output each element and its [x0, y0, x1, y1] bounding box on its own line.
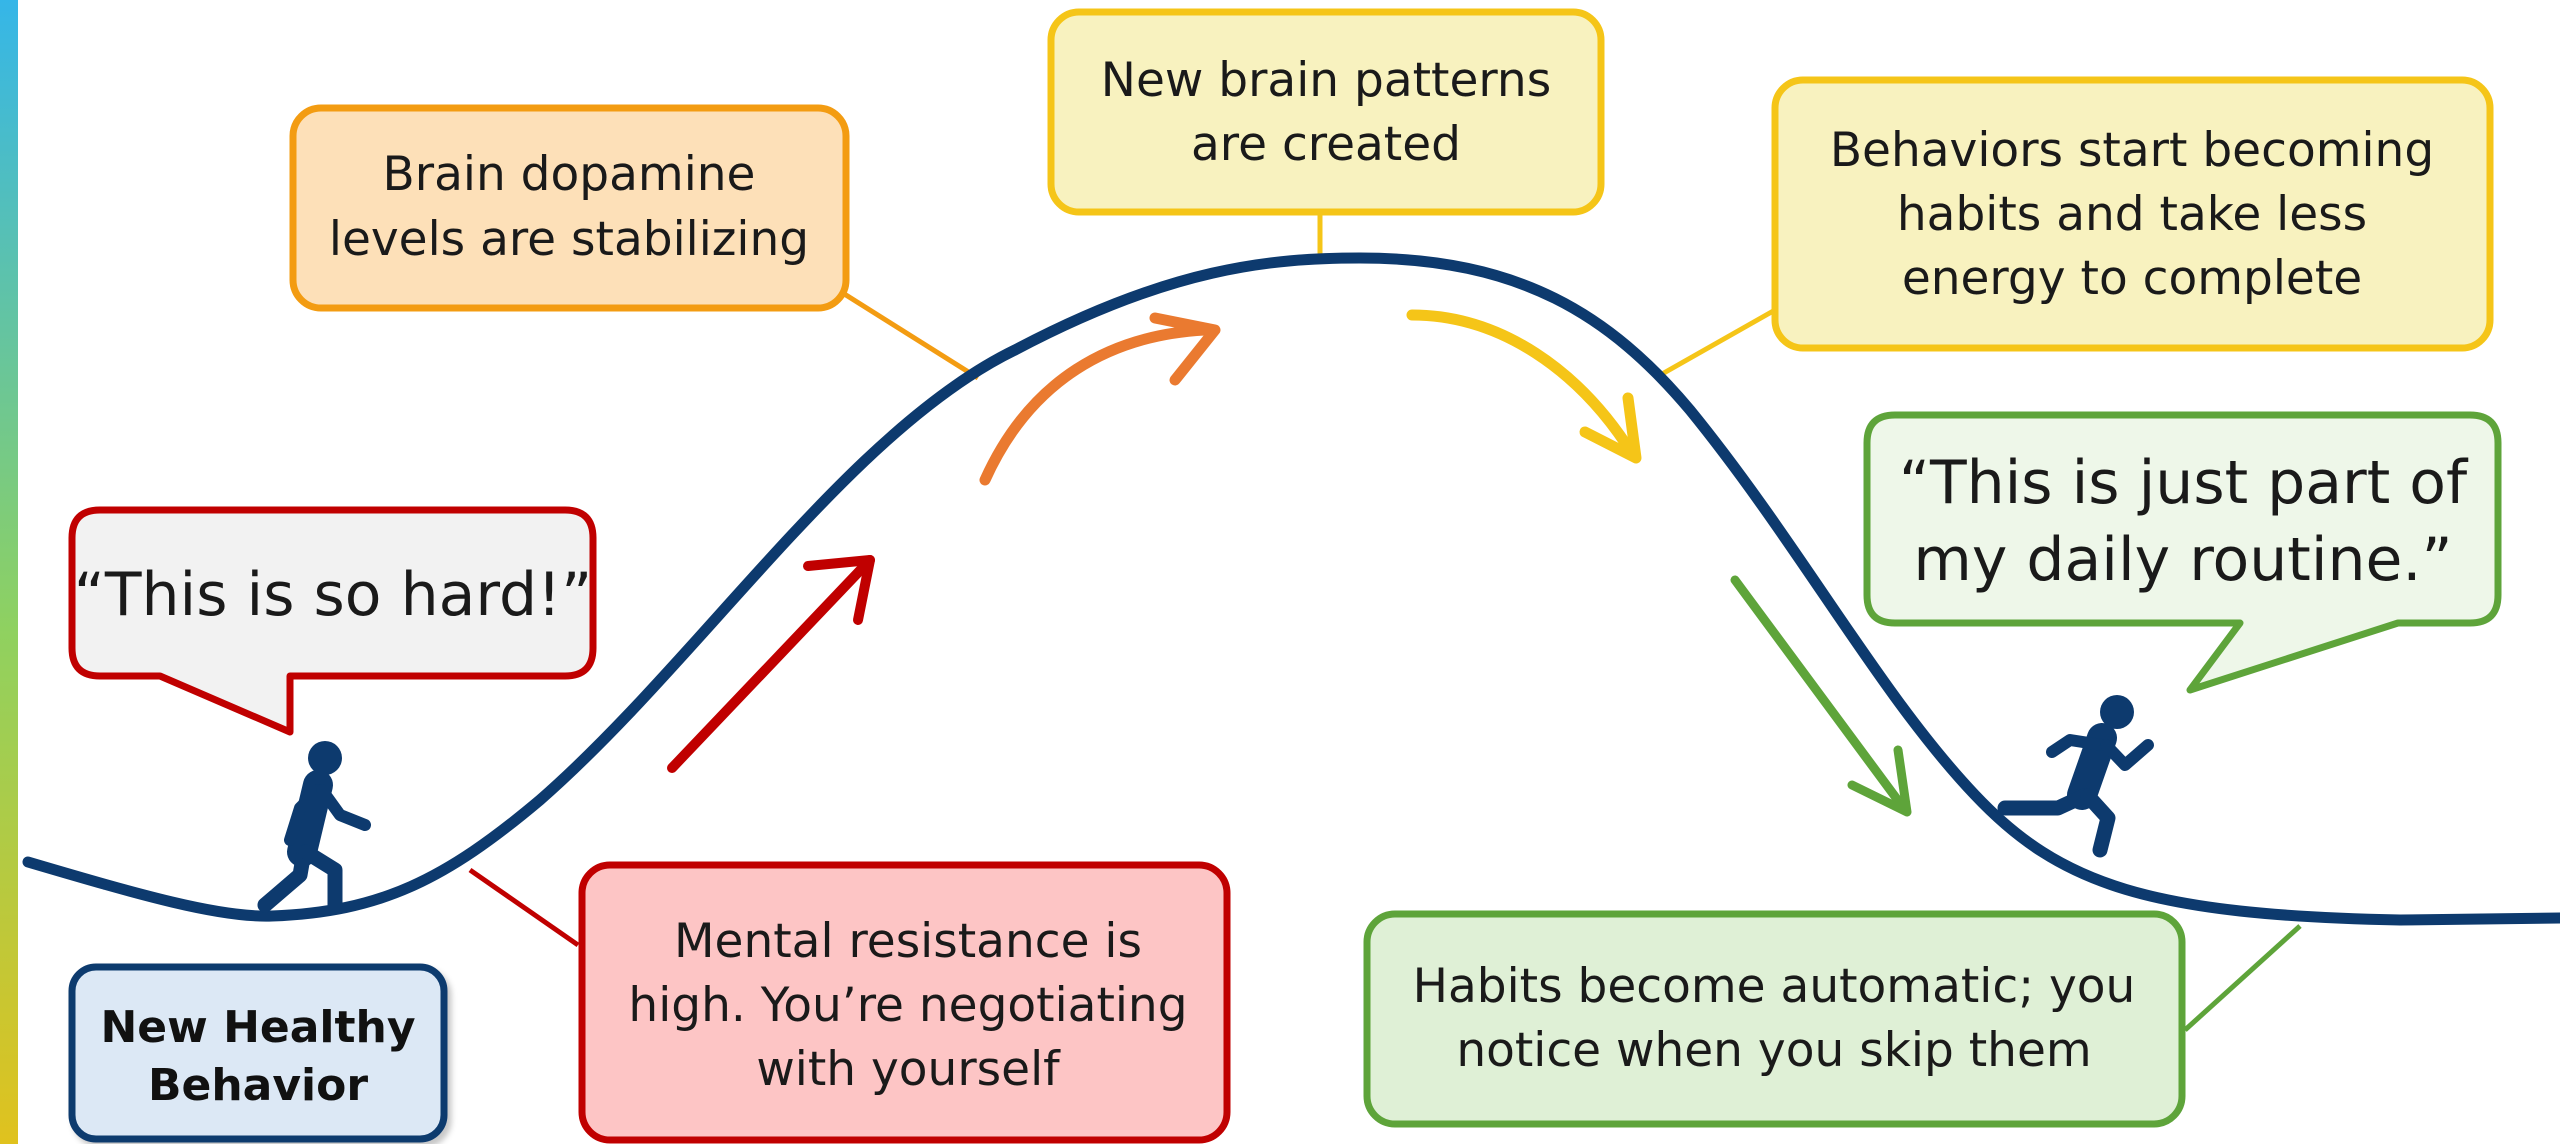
red-arrow-icon [667, 555, 875, 773]
running-person-icon [1997, 695, 2154, 858]
stage-text: energy to complete [1902, 251, 2362, 306]
yellow-arrow-icon [1406, 309, 1642, 464]
walking-person-icon [257, 741, 371, 913]
stage-text: levels are stabilizing [329, 212, 809, 267]
speech-text: “This is just part of [1899, 448, 2469, 518]
connector-dopamine [836, 287, 980, 381]
stage-box-patterns: New brain patterns are created [1047, 8, 1605, 216]
start-label-text: New Healthy [100, 1002, 415, 1053]
stage-text: New brain patterns [1101, 53, 1551, 108]
connector-habits-forming [1653, 307, 1777, 381]
stage-text: high. You’re negotiating [628, 978, 1187, 1033]
stage-text: Habits become automatic; you [1413, 959, 2136, 1014]
speech-text: my daily routine.” [1913, 525, 2452, 595]
stage-text: habits and take less [1897, 187, 2367, 242]
stage-box-dopamine: Brain dopamine levels are stabilizing [289, 104, 850, 312]
start-label-box: New Healthy Behavior [68, 963, 448, 1143]
speech-bubble-routine: “This is just part of my daily routine.” [1863, 411, 2502, 694]
stage-text: with yourself [756, 1042, 1061, 1097]
stage-box-automatic: Habits become automatic; you notice when… [1363, 910, 2186, 1128]
connector-resistance [468, 867, 580, 948]
connector-automatic [2183, 924, 2302, 1032]
stage-text: Brain dopamine [383, 147, 756, 202]
speech-bubble-hard: “This is so hard!” [68, 506, 597, 736]
stage-text: notice when you skip them [1456, 1023, 2091, 1078]
stage-box-habits-forming: Behaviors start becoming habits and take… [1771, 76, 2494, 352]
habit-curve [22, 252, 2560, 926]
green-arrow-icon [1730, 575, 1912, 817]
orange-arrow-icon [979, 312, 1221, 486]
stage-box-resistance: Mental resistance is high. You’re negoti… [578, 861, 1231, 1144]
start-label-text: Behavior [148, 1060, 368, 1111]
stage-text: Behaviors start becoming [1830, 123, 2434, 178]
speech-text: “This is so hard!” [74, 560, 592, 630]
stage-text: Mental resistance is [674, 914, 1142, 969]
stage-text: are created [1191, 117, 1461, 172]
left-accent-bar [0, 0, 18, 1144]
